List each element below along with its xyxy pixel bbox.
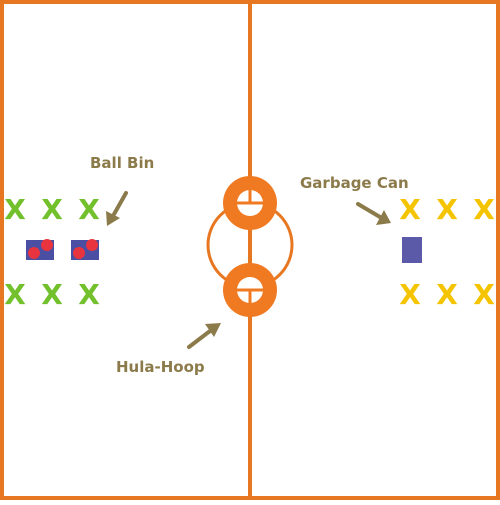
garbage-can	[402, 237, 422, 263]
garbage-can-label: Garbage Can	[300, 174, 409, 192]
ball-bin-1	[26, 239, 54, 260]
left-marker: X	[4, 278, 26, 311]
left-marker: X	[41, 193, 63, 226]
right-marker: X	[436, 193, 458, 226]
ball-bin-arrow	[106, 191, 128, 226]
hoop-bottom	[223, 263, 277, 317]
right-marker: X	[399, 193, 421, 226]
right-marker: X	[399, 278, 421, 311]
left-marker: X	[4, 193, 26, 226]
right-marker: X	[473, 278, 495, 311]
right-marker: X	[473, 193, 495, 226]
garbage-can-arrow	[356, 202, 391, 225]
right-team-markers: X X X X X X	[399, 193, 495, 311]
hoop-top	[223, 176, 277, 230]
hula-hoop-label: Hula-Hoop	[116, 358, 205, 376]
right-marker: X	[436, 278, 458, 311]
ball-bin-2	[71, 239, 99, 260]
hula-hoop-arrow	[187, 323, 221, 349]
left-marker: X	[41, 278, 63, 311]
ball-bin-label: Ball Bin	[90, 154, 154, 172]
left-marker: X	[78, 278, 100, 311]
left-marker: X	[78, 193, 100, 226]
left-team-markers: X X X X X X	[4, 193, 100, 311]
